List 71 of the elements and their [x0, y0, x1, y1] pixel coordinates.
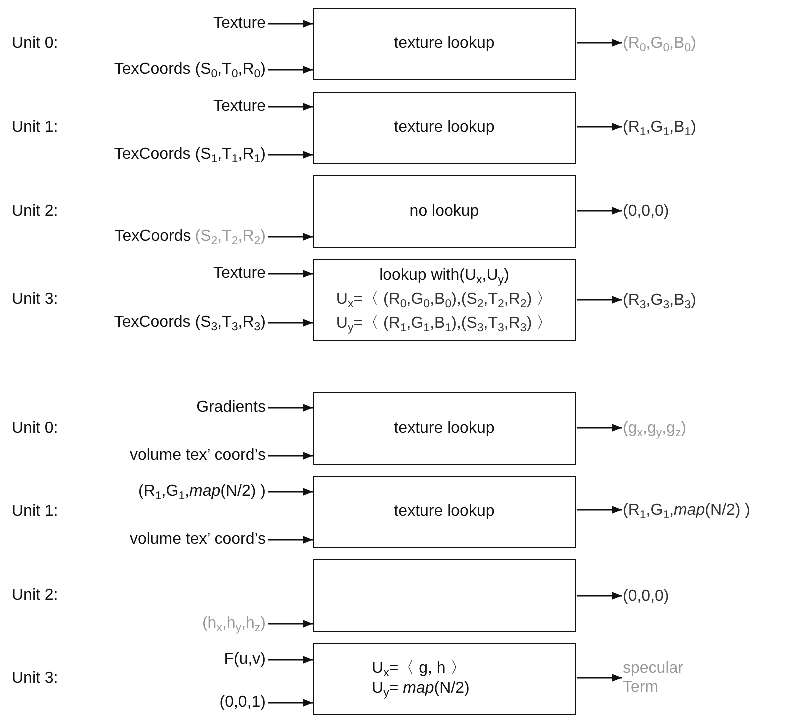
arrow — [577, 123, 622, 131]
input-label: (S$_{2}$,T$_{2}$,R$_{2}$) — [195, 227, 266, 247]
arrow — [268, 699, 313, 707]
arrow — [268, 452, 313, 460]
process-box — [313, 8, 576, 80]
arrow — [268, 233, 313, 241]
input-label: (R$_{1}$,G$_{1}$,map(N/2) ) — [138, 482, 266, 502]
output-label: (R$_{0}$,G$_{0}$,B$_{0}$) — [623, 34, 696, 52]
process-box — [313, 476, 576, 548]
process-box — [313, 643, 576, 715]
input-label: TexCoords (S$_{0}$,T$_{0}$,R$_{0}$) — [114, 60, 266, 80]
unit-label: Unit 1: — [12, 502, 58, 522]
box-text: U$_{y}$=〈 (R$_{1}$,G$_{1}$,B$_{1}$),(S$_{3}$,T$_{3}$,R$_{3}$) 〉 — [336, 314, 553, 336]
box-text: texture lookup — [394, 502, 495, 522]
output-label: (R$_{3}$,G$_{3}$,B$_{3}$) — [623, 290, 696, 310]
input-label: F(u,v) — [224, 650, 266, 670]
box-text: lookup with(U$_{x}$,U$_{y}$) — [380, 266, 510, 288]
arrow — [268, 151, 313, 159]
unit-label: Unit 3: — [12, 669, 58, 689]
output-label: (R$_{1}$,G$_{1}$,map(N/2) ) — [623, 500, 750, 520]
box-text: U$_{y}$= map(N/2) — [372, 679, 470, 699]
input-label: volume tex’ coord’s — [130, 446, 266, 466]
arrow — [577, 506, 622, 514]
arrow — [268, 620, 313, 628]
arrow — [268, 536, 313, 544]
input-label: TexCoords (S$_{1}$,T$_{1}$,R$_{1}$) — [114, 145, 266, 165]
output-label: (g$_{x}$,g$_{y}$,g$_{z}$) — [623, 418, 687, 438]
arrow — [577, 207, 622, 215]
arrow — [268, 20, 313, 28]
arrow — [577, 592, 622, 600]
box-text: U$_{x}$=〈 (R$_{0}$,G$_{0}$,B$_{0}$),(S$_{2}$,T$_{2}$,R$_{2}$) 〉 — [336, 290, 553, 312]
process-box — [313, 259, 576, 341]
process-box — [313, 92, 576, 164]
process-box — [313, 175, 576, 248]
unit-label: Unit 2: — [12, 202, 58, 222]
arrow — [268, 66, 313, 74]
arrow — [577, 39, 622, 47]
input-label: Texture — [214, 264, 266, 284]
output-label: (R$_{1}$,G$_{1}$,B$_{1}$) — [623, 118, 696, 136]
input-label: (0,0,1) — [220, 693, 266, 713]
arrow — [268, 488, 313, 496]
input-label: Gradients — [196, 398, 266, 418]
arrow — [577, 296, 622, 304]
output-label: specular Term — [623, 659, 713, 697]
unit-label: Unit 0: — [12, 34, 58, 54]
input-label: (h$_{x}$,h$_{y}$,h$_{z}$) — [202, 614, 266, 634]
input-label: TexCoords (S$_{3}$,T$_{3}$,R$_{3}$) — [114, 313, 266, 333]
unit-label: Unit 0: — [12, 418, 58, 438]
arrow — [268, 404, 313, 412]
output-label: (0,0,0) — [623, 202, 670, 220]
arrow — [577, 424, 622, 432]
unit-label: Unit 2: — [12, 586, 58, 606]
output-label: (0,0,0) — [623, 586, 670, 606]
unit-label: Unit 1: — [12, 118, 58, 138]
box-text: texture lookup — [394, 34, 495, 54]
unit-label: Unit 3: — [12, 290, 58, 310]
arrow — [268, 103, 313, 111]
arrow — [268, 270, 313, 278]
arrow — [268, 656, 313, 664]
box-text: U$_{x}$=〈 g, h 〉 — [372, 659, 466, 679]
box-text: no lookup — [410, 202, 480, 222]
process-box — [313, 559, 576, 632]
process-box — [313, 392, 576, 465]
box-text: texture lookup — [394, 118, 495, 138]
arrow — [268, 319, 313, 327]
input-label: volume tex’ coord’s — [130, 530, 266, 550]
box-text: texture lookup — [394, 418, 495, 438]
arrow — [577, 674, 622, 682]
input-label: Texture — [214, 97, 266, 117]
input-label: TexCoords — [114, 227, 192, 247]
input-label: Texture — [214, 14, 266, 34]
